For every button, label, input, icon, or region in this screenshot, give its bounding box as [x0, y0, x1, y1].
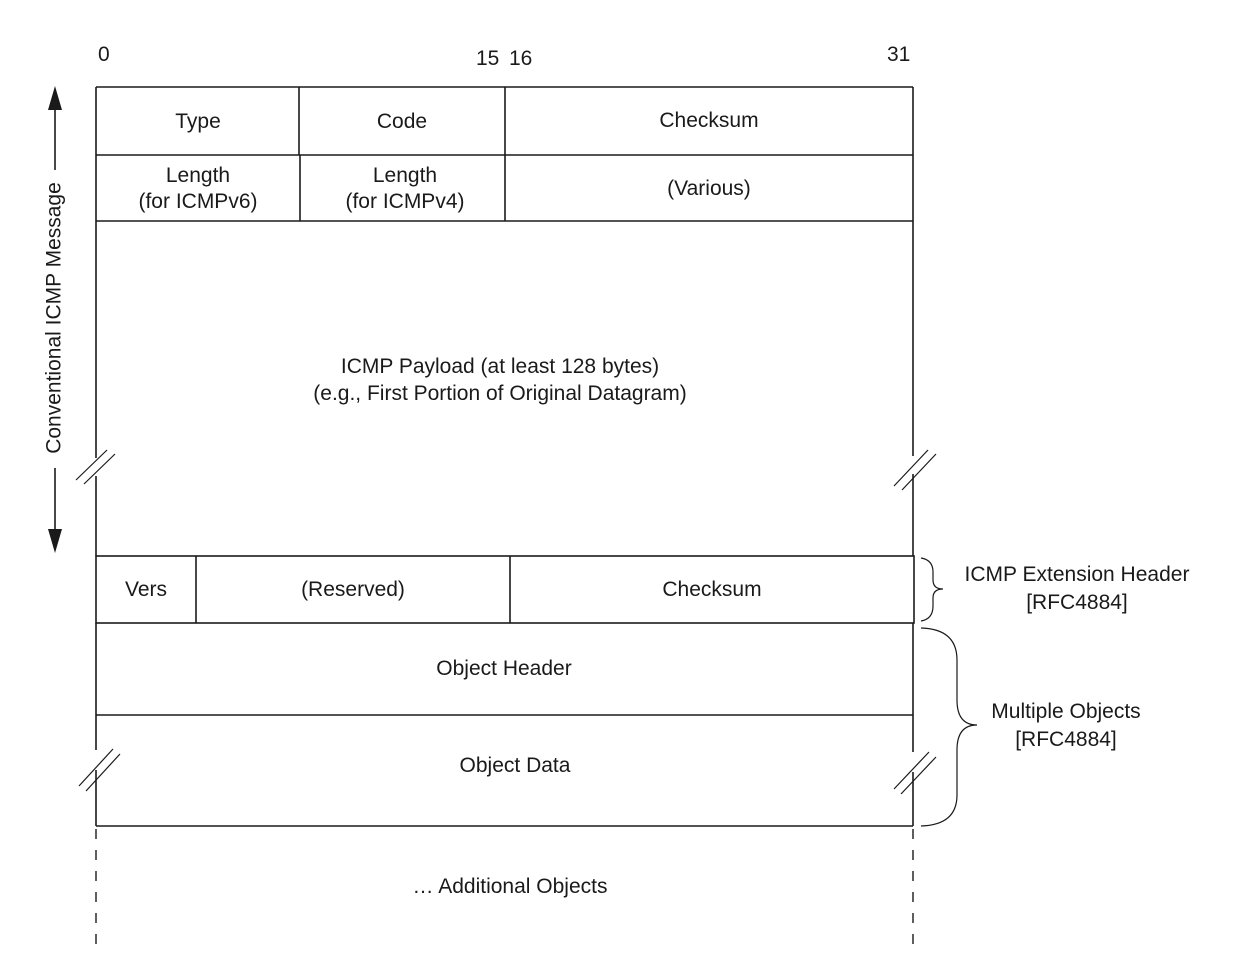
payload-line2: (e.g., First Portion of Original Datagra…: [313, 382, 686, 405]
multiple-objects-annotation-line1: Multiple Objects: [991, 700, 1140, 723]
field-reserved: (Reserved): [301, 578, 405, 601]
field-various: (Various): [667, 177, 751, 200]
bit-label-0: 0: [98, 43, 110, 66]
payload-break-right: [893, 449, 937, 491]
payload-box: [95, 87, 914, 556]
field-vers: Vers: [125, 578, 167, 601]
field-type: Type: [175, 110, 221, 133]
conventional-message-arrow: [40, 86, 70, 553]
multiple-objects-annotation-line2: [RFC4884]: [1015, 728, 1117, 751]
object-data-break-left: [78, 748, 121, 792]
extension-header-annotation-line1: ICMP Extension Header: [965, 563, 1190, 586]
bit-label-31: 31: [887, 43, 910, 66]
object-header: Object Header: [436, 657, 571, 680]
field-length-icmpv4-line1: Length: [373, 164, 437, 187]
extension-header-annotation-line2: [RFC4884]: [1026, 591, 1128, 614]
object-header-row: [95, 623, 914, 716]
extension-header-brace: [920, 557, 944, 622]
extension-header-row: [95, 555, 915, 624]
field-length-icmpv6-line1: Length: [166, 164, 230, 187]
conventional-message-label: Conventional ICMP Message: [43, 182, 66, 454]
payload-line1: ICMP Payload (at least 128 bytes): [341, 355, 659, 378]
object-data-break-right: [893, 751, 937, 795]
header-row-2: [96, 155, 913, 222]
bit-label-15: 15: [476, 47, 499, 70]
field-code: Code: [377, 110, 427, 133]
field-length-icmpv4-line2: (for ICMPv4): [345, 190, 464, 213]
bit-label-16: 16: [509, 47, 532, 70]
additional-objects: … Additional Objects: [413, 875, 608, 898]
multiple-objects-brace: [920, 627, 978, 827]
payload-break-left: [75, 449, 116, 485]
field-length-icmpv6-line2: (for ICMPv6): [138, 190, 257, 213]
object-data: Object Data: [460, 754, 571, 777]
field-checksum: Checksum: [659, 109, 758, 132]
field-ext-checksum: Checksum: [662, 578, 761, 601]
